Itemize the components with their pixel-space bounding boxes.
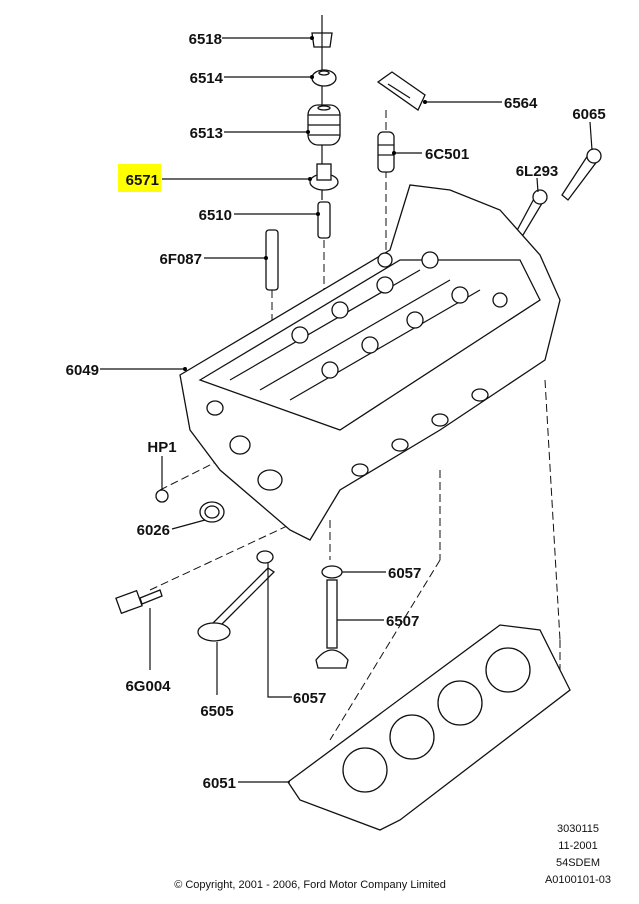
valve-guide-6510 (317, 201, 331, 239)
intake-valve-6505 (197, 567, 276, 642)
bolt-6065 (561, 148, 602, 201)
callout-6026: 6026 (137, 522, 170, 539)
callout-6571: 6571 (126, 172, 159, 189)
sensor-6G004 (115, 589, 163, 615)
callout-highlight (118, 164, 161, 192)
callout-6L293: 6L293 (516, 163, 559, 180)
callout-6F087: 6F087 (159, 251, 202, 268)
dowel-6F087 (265, 229, 279, 291)
callout-6513: 6513 (190, 125, 223, 142)
valve-seal-6571 (309, 163, 339, 191)
callout-6051: 6051 (203, 775, 236, 792)
callout-6065: 6065 (572, 106, 605, 123)
valve-seal-6057-upper (321, 565, 343, 579)
valve-spring-6513 (307, 104, 341, 146)
projection-line (329, 559, 441, 741)
drawing-date: 11-2001 (558, 840, 598, 852)
callout-6514: 6514 (190, 70, 224, 87)
callout-6507: 6507 (386, 613, 419, 630)
lash-adjuster-6C501 (377, 131, 395, 173)
drawing-code: 54SDEM (556, 857, 600, 869)
projection-line (544, 379, 561, 641)
cylinder-head-6049 (179, 184, 561, 541)
exhaust-valve-6507 (315, 579, 349, 669)
rocker-arm-6564 (376, 71, 426, 111)
projection-line (149, 519, 301, 591)
copyright-notice: © Copyright, 2001 - 2006, Ford Motor Com… (174, 879, 446, 891)
plug-HP1 (155, 489, 169, 503)
callout-6518: 6518 (189, 31, 222, 48)
callout-6505: 6505 (200, 703, 233, 720)
head-gasket-6051 (287, 624, 571, 831)
callout-6510: 6510 (199, 207, 232, 224)
seal-6026 (199, 501, 225, 523)
drawing-number: 3030115 (557, 823, 599, 835)
leader-lines (100, 36, 593, 783)
valve-keeper-6518 (311, 32, 333, 48)
callout-HP1: HP1 (147, 439, 176, 456)
callout-6G004: 6G004 (125, 678, 171, 695)
drawing-id: A0100101-03 (545, 874, 611, 886)
callout-6057-lower: 6057 (293, 690, 326, 707)
callout-6057-upper: 6057 (388, 565, 421, 582)
spring-retainer-6514 (311, 69, 337, 87)
callout-6564: 6564 (504, 95, 538, 112)
callout-6049: 6049 (66, 362, 99, 379)
valve-seal-6057-lower (256, 550, 274, 564)
callout-6C501: 6C501 (425, 146, 469, 163)
